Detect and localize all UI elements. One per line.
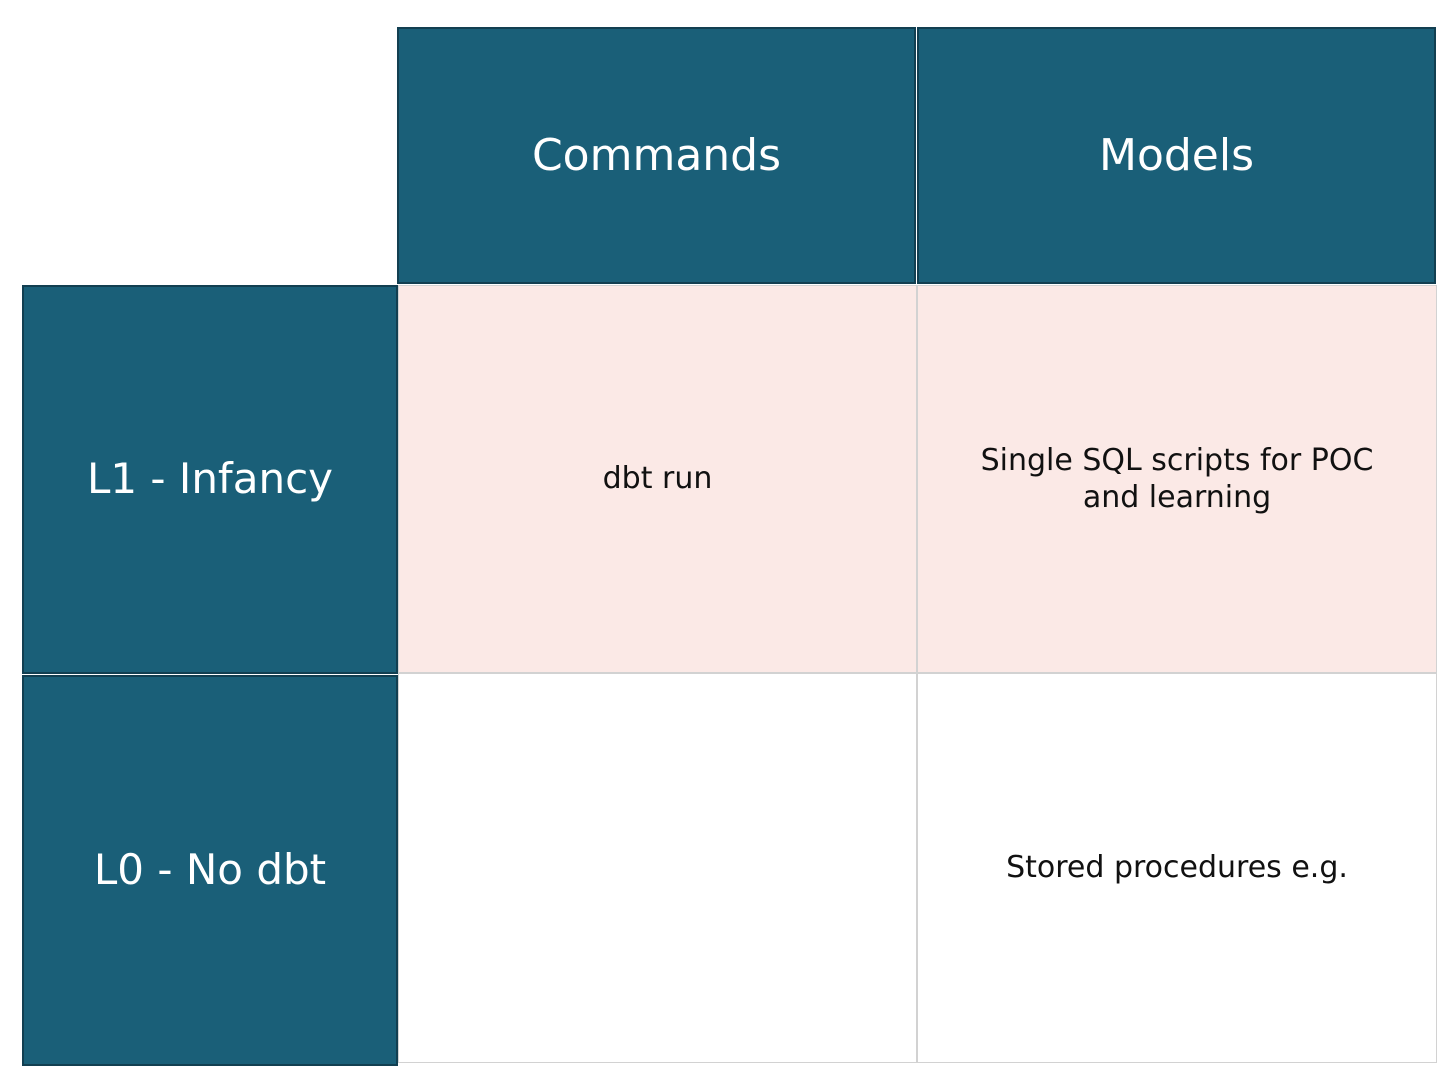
cell-l0-models: Stored procedures e.g. bbox=[917, 673, 1437, 1063]
row-header-l1-infancy-label: L1 - Infancy bbox=[86, 454, 334, 504]
cell-l1-commands-text: dbt run bbox=[602, 461, 713, 497]
row-header-l1-infancy: L1 - Infancy bbox=[22, 285, 398, 674]
cell-l1-commands: dbt run bbox=[398, 285, 917, 673]
row-header-l0-no-dbt: L0 - No dbt bbox=[22, 675, 398, 1066]
cell-l0-models-text: Stored procedures e.g. bbox=[1006, 850, 1348, 886]
column-header-models-label: Models bbox=[1098, 130, 1255, 181]
column-header-models: Models bbox=[917, 27, 1436, 284]
column-header-commands: Commands bbox=[397, 27, 916, 284]
column-header-commands-label: Commands bbox=[531, 130, 782, 181]
cell-l1-models: Single SQL scripts for POC and learning bbox=[917, 285, 1437, 673]
cell-l1-models-text: Single SQL scripts for POC and learning bbox=[980, 442, 1374, 516]
row-header-l0-no-dbt-label: L0 - No dbt bbox=[93, 845, 327, 895]
cell-l0-commands bbox=[398, 673, 917, 1063]
